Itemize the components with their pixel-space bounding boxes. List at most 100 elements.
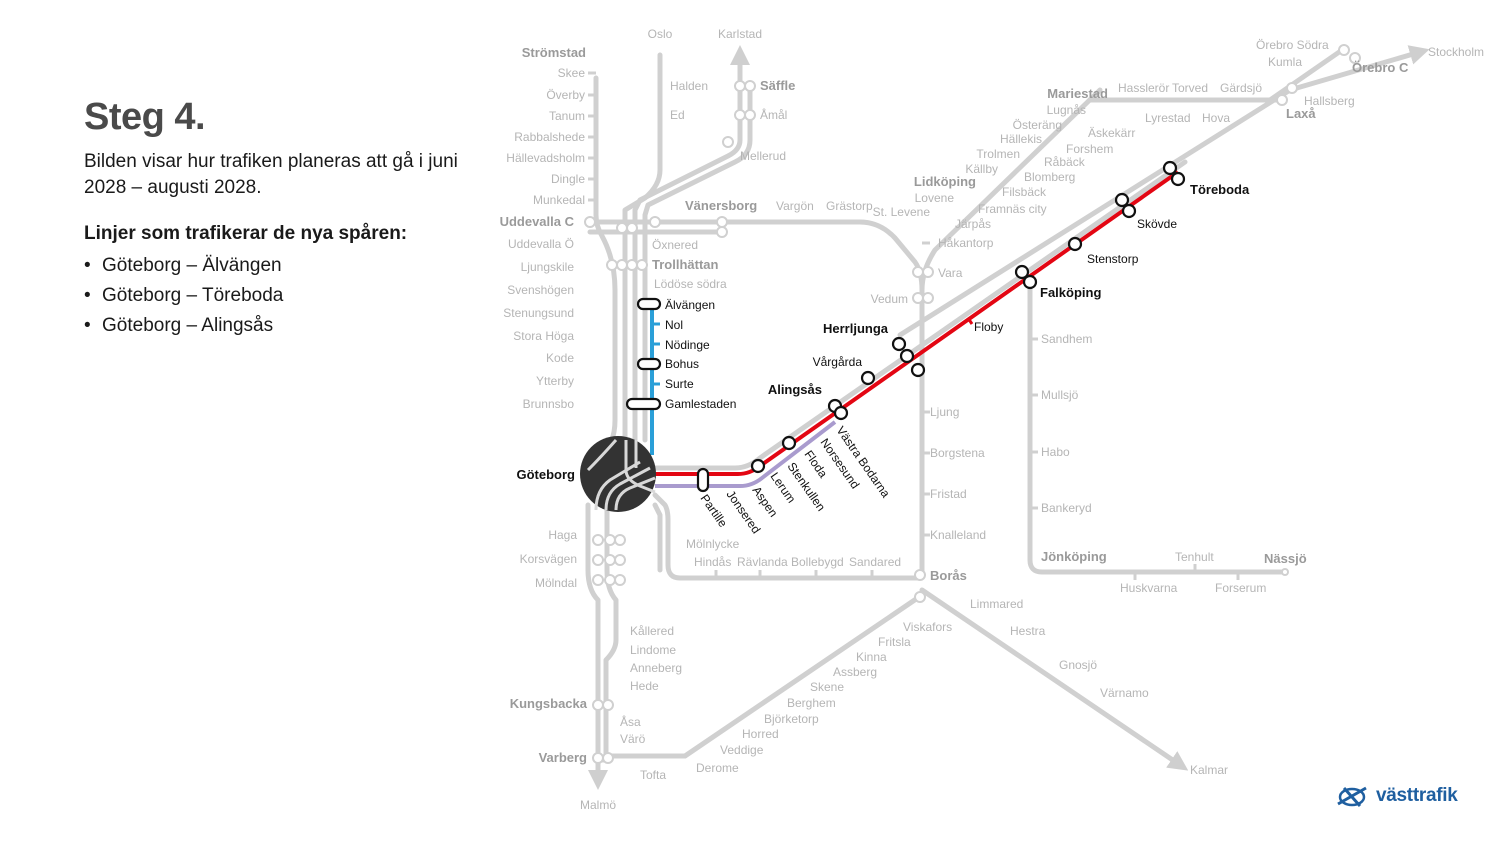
track-viskadal xyxy=(603,592,925,759)
station-label: Karlstad xyxy=(718,27,762,41)
station-label: Vara xyxy=(938,266,963,280)
station-label: Åmål xyxy=(760,107,787,122)
station-label: Brunnsbo xyxy=(523,397,575,411)
station-label: Tofta xyxy=(640,768,666,782)
line-alingsas-lilac xyxy=(655,420,837,488)
station-label: Töreboda xyxy=(1190,182,1250,197)
station-label: Stenstorp xyxy=(1087,252,1139,266)
station-label: Oslo xyxy=(648,27,673,41)
station-label: Trolmen xyxy=(976,147,1020,161)
station-label: Österäng xyxy=(1013,118,1062,132)
station-label: Forserum xyxy=(1215,581,1266,595)
track-main-grey xyxy=(652,159,1188,471)
station-label: Varberg xyxy=(539,750,587,765)
station-label: Habo xyxy=(1041,445,1070,459)
station-label: Tenhult xyxy=(1175,550,1214,564)
station-label: Munkedal xyxy=(533,193,585,207)
station-label: Kalmar xyxy=(1190,763,1228,777)
station-label: Knalleland xyxy=(930,528,986,542)
track-kust-2 xyxy=(595,507,619,763)
station-label: Rabbalshede xyxy=(514,130,585,144)
station-label: Fritsla xyxy=(878,635,911,649)
station-label: Torved xyxy=(1172,81,1208,95)
station-label: Mariestad xyxy=(1047,86,1108,101)
station-label: Blomberg xyxy=(1024,170,1075,184)
station-label: Veddige xyxy=(720,743,764,757)
station-label: Hällekis xyxy=(1000,132,1042,146)
station-label: Haga xyxy=(548,528,577,542)
station-label: Uddevalla C xyxy=(500,214,575,229)
station-label: Vedum xyxy=(871,292,908,306)
station-label: Säffle xyxy=(760,78,795,93)
vasttrafik-logo: västtrafik xyxy=(1336,782,1458,810)
station-label: Limmared xyxy=(970,597,1023,611)
station-label: Älvängen xyxy=(665,298,715,312)
track-orebro xyxy=(1267,45,1348,103)
station-label: Borgstena xyxy=(930,446,985,460)
station-label: Överby xyxy=(546,88,585,102)
station-label: Vårgårda xyxy=(813,355,863,369)
alvangen-ticks xyxy=(652,322,660,386)
station-label: Trollhättan xyxy=(652,257,719,272)
station-label: Huskvarna xyxy=(1120,581,1178,595)
station-label: Hasslerör xyxy=(1118,81,1169,95)
station-label: Filsbäck xyxy=(1002,185,1047,199)
list-item: Göteborg – Alingsås xyxy=(84,311,464,341)
brand-name: västtrafik xyxy=(1376,785,1458,806)
station-label: Kumla xyxy=(1268,55,1302,69)
station-label: Anneberg xyxy=(630,661,682,675)
page-title: Steg 4. xyxy=(84,96,206,138)
station-label: Ytterby xyxy=(536,374,574,388)
station-label: Vänersborg xyxy=(685,198,757,213)
station-label: Björketorp xyxy=(764,712,819,726)
station-label: Bankeryd xyxy=(1041,501,1092,515)
station-label: Lidköping xyxy=(914,174,976,189)
station-label: Surte xyxy=(665,377,694,391)
station-label: Örebro Södra xyxy=(1256,38,1329,52)
goteborg-hub xyxy=(580,436,656,512)
station-label: Dingle xyxy=(551,172,585,186)
station-label: Skövde xyxy=(1137,217,1177,231)
track-vanern-2 xyxy=(642,82,753,443)
station-label: Framnäs city xyxy=(978,202,1047,216)
inactive-station-markers xyxy=(584,44,1361,764)
station-label: Hestra xyxy=(1010,624,1046,638)
list-item: Göteborg – Älvängen xyxy=(84,251,464,281)
station-label: Öxnered xyxy=(652,238,698,252)
station-label: Alingsås xyxy=(768,382,822,397)
list-item: Göteborg – Töreboda xyxy=(84,281,464,311)
station-label: Fristad xyxy=(930,487,967,501)
vasttrafik-logo-icon xyxy=(1337,786,1367,807)
inactive-ticks xyxy=(588,71,1240,580)
lines-list: Göteborg – Älvängen Göteborg – Töreboda … xyxy=(84,251,464,341)
info-panel: Steg 4. Bilden visar hur trafiken planer… xyxy=(84,96,464,341)
station-label: Lödöse södra xyxy=(654,277,727,291)
station-label: Assberg xyxy=(833,665,877,679)
station-label: Herrljunga xyxy=(823,321,889,336)
station-label: Grästorp xyxy=(826,199,873,213)
page-description: Bilden visar hur trafiken planeras att g… xyxy=(84,151,458,198)
track-kalmar xyxy=(919,587,1189,771)
station-label: Lovene xyxy=(915,191,955,205)
station-label: Sandared xyxy=(849,555,901,569)
station-label: Ed xyxy=(670,108,685,122)
station-label: Bohus xyxy=(665,357,699,371)
station-label: Mölndal xyxy=(535,576,577,590)
station-label: Laxå xyxy=(1286,106,1316,121)
station-label: Sandhem xyxy=(1041,332,1092,346)
station-label: Kungsbacka xyxy=(510,696,588,711)
station-label: Kållered xyxy=(630,624,674,638)
station-label: Ljung xyxy=(930,405,959,419)
floby-tick xyxy=(966,317,974,325)
station-label: Gnosjö xyxy=(1059,658,1097,672)
station-label: Källby xyxy=(965,162,998,176)
station-label: Örebro C xyxy=(1352,60,1409,75)
station-label: Hova xyxy=(1202,111,1230,125)
station-label: Äskekärr xyxy=(1088,126,1135,140)
track-kust xyxy=(585,502,608,790)
station-label: Nödinge xyxy=(665,338,710,352)
station-label: Bollebygd xyxy=(791,555,844,569)
station-label: Horred xyxy=(742,727,779,741)
station-label: Värö xyxy=(620,732,646,746)
